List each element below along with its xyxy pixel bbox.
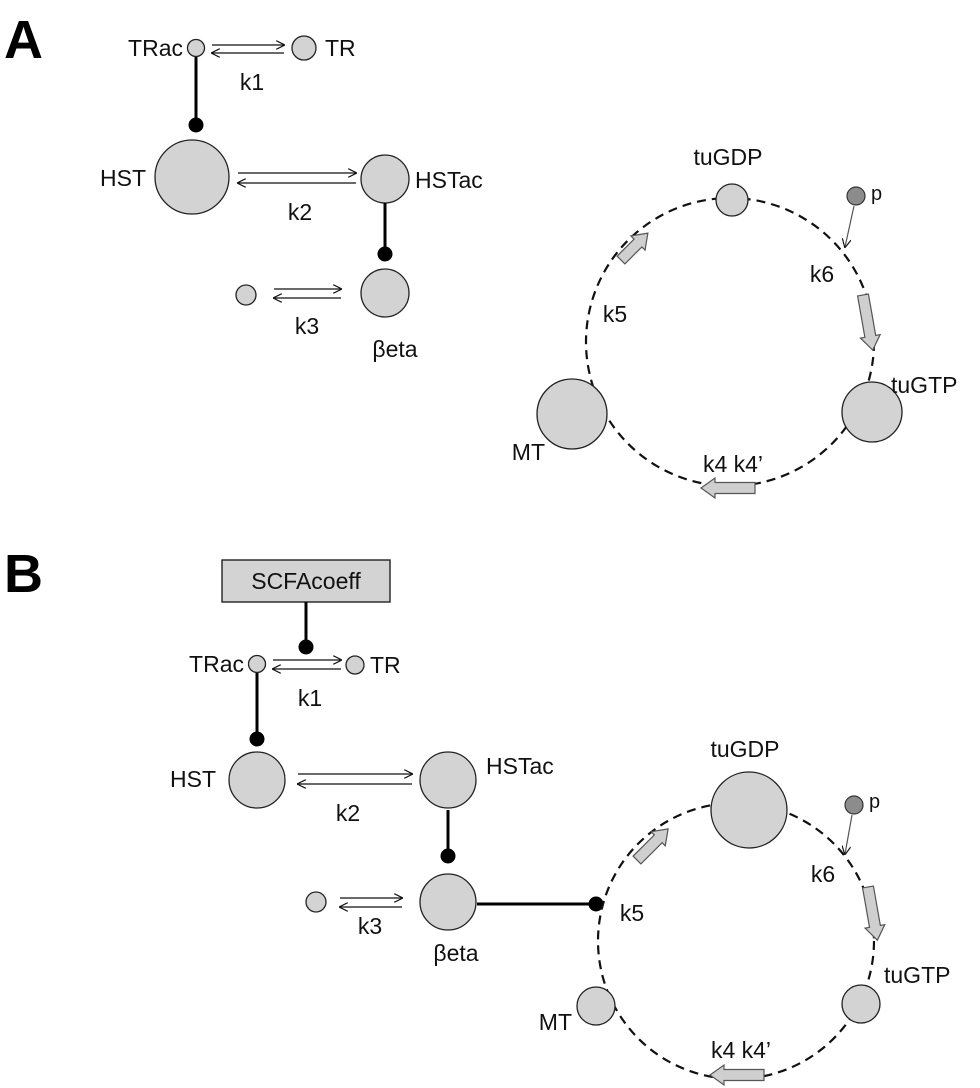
node-trac-b — [247, 654, 267, 674]
node-tugtp-b — [841, 984, 881, 1024]
node-beta-precursor — [235, 284, 257, 306]
arrow-phosphate-in — [845, 205, 855, 247]
label-mt-b: MT — [539, 1009, 572, 1035]
inhibition-head-trac-hst-b — [249, 731, 265, 747]
label-tugtp: tuGTP — [891, 372, 957, 398]
node-beta — [360, 268, 410, 318]
flow-arrow-k4 — [699, 476, 756, 500]
label-scfacoeff: SCFAcoeff — [251, 568, 361, 594]
label-tr: TR — [325, 35, 356, 61]
panel-a-letter: A — [4, 10, 43, 70]
inhibition-head-scfacoeff-k1 — [298, 639, 314, 655]
flow-arrow-k6 — [856, 293, 882, 352]
rate-k2-b: k2 — [336, 800, 360, 826]
rate-k4: k4 k4’ — [703, 451, 763, 477]
node-tr-b — [345, 655, 365, 675]
label-hstac: HSTac — [415, 167, 483, 193]
node-mt-b — [576, 986, 616, 1026]
rate-k5-b: k5 — [620, 900, 644, 926]
rate-k2: k2 — [288, 199, 312, 225]
node-trac — [186, 38, 206, 58]
label-trac: TRac — [128, 35, 183, 61]
node-phosphate-b — [844, 795, 864, 815]
node-mt — [536, 378, 608, 450]
node-beta-precursor-b — [305, 891, 327, 913]
node-hst-b — [228, 751, 286, 809]
rate-k3-b: k3 — [358, 913, 382, 939]
flow-arrow-k5-b — [632, 828, 669, 865]
label-mt: MT — [512, 439, 545, 465]
panel-b-letter: B — [4, 544, 43, 604]
label-tugdp-b: tuGDP — [710, 736, 779, 762]
label-beta-b: βeta — [433, 940, 478, 966]
scfacoeff-box — [221, 559, 391, 603]
node-tugdp-b — [710, 771, 788, 849]
label-hstac-b: HSTac — [486, 753, 554, 779]
flow-arrow-k4-b — [708, 1063, 765, 1087]
node-hstac-b — [419, 751, 477, 809]
label-phosphate-b: p — [869, 791, 880, 813]
rate-k4-b: k4 k4’ — [711, 1037, 771, 1063]
label-tugdp: tuGDP — [693, 144, 762, 170]
inhibition-head-trac-hst — [188, 117, 204, 133]
node-beta-b — [419, 873, 477, 931]
flow-arrow-k5 — [616, 232, 649, 265]
inhibition-head-hstac-beta — [377, 246, 393, 262]
node-hst — [154, 139, 230, 215]
node-tr — [291, 35, 317, 61]
rate-k6-b: k6 — [811, 861, 835, 887]
inhibition-head-beta-k5 — [588, 896, 604, 912]
node-tugtp — [841, 381, 903, 443]
panel-a: A TRac TR k1 HST HSTac k2 βeta k3 tuGDP — [4, 10, 957, 500]
label-beta: βeta — [372, 336, 417, 362]
rate-k3: k3 — [295, 313, 319, 339]
arrow-phosphate-in-b — [845, 814, 853, 854]
rate-k5: k5 — [603, 301, 627, 327]
flow-arrow-k6-b — [861, 885, 886, 942]
label-hst: HST — [100, 165, 146, 191]
label-phosphate: p — [871, 183, 882, 205]
label-tugtp-b: tuGTP — [884, 962, 950, 988]
rate-k6: k6 — [810, 261, 834, 287]
rate-k1: k1 — [240, 69, 264, 95]
label-tr-b: TR — [370, 652, 401, 678]
inhibition-head-hstac-beta-b — [440, 848, 456, 864]
rate-k1-b: k1 — [298, 685, 322, 711]
cycle-ring-a — [584, 196, 876, 488]
label-trac-b: TRac — [189, 651, 244, 677]
node-hstac — [360, 154, 410, 204]
node-tugdp — [715, 183, 749, 217]
label-hst-b: HST — [170, 766, 216, 792]
panel-b: B SCFAcoeff TRac TR k1 HST HSTac k2 βeta — [4, 544, 950, 1087]
node-phosphate — [846, 186, 866, 206]
